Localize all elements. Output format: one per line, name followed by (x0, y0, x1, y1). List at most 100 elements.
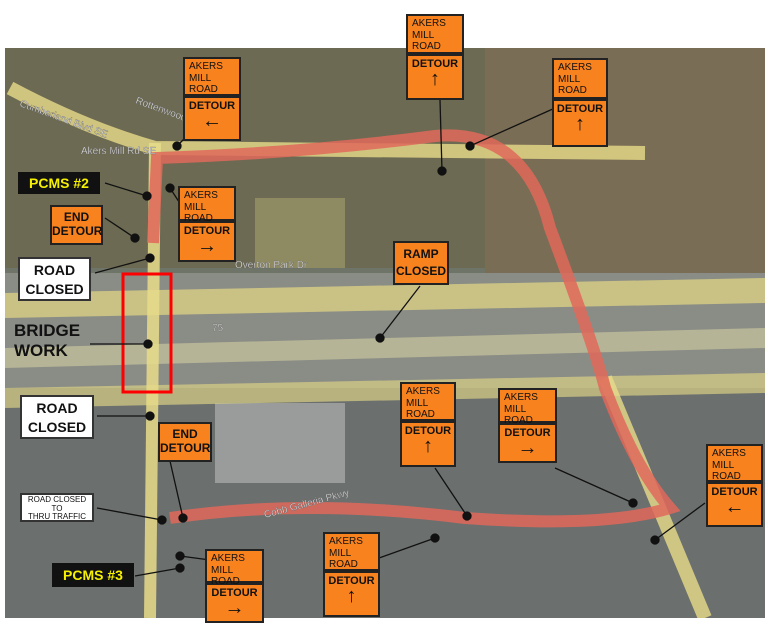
sign-detour-panel: DETOUR← (706, 482, 763, 527)
mill-text: MILL (406, 397, 429, 409)
interstate-75-label: 75 (212, 323, 224, 334)
detour-text: DETOUR (411, 57, 459, 70)
road-text: ROAD (504, 415, 533, 426)
mill-text: MILL (712, 459, 735, 471)
detour-text: DETOUR (328, 575, 375, 588)
arrow-up-icon: ↑ (575, 112, 585, 135)
arrow-up-icon: ↑ (430, 67, 440, 90)
road-text: ROAD (412, 41, 441, 52)
thru-line-2: TO (51, 503, 63, 513)
akers-text: AKERS (189, 61, 223, 72)
sign-detour-panel: DETOUR↑ (323, 571, 380, 617)
thru-line-3: THRU TRAFFIC (27, 512, 87, 521)
road-closed-sign: ROAD CLOSED (18, 257, 91, 301)
detour-text: DETOUR (211, 587, 258, 600)
akers-text: AKERS (412, 18, 446, 29)
sign-detour-panel: DETOUR→ (178, 220, 236, 262)
road-text: ROAD (712, 471, 741, 482)
bridge-text: BRIDGE (14, 321, 81, 340)
road-text: ROAD (211, 576, 240, 587)
akers-text: AKERS (211, 553, 245, 564)
akers-text: AKERS (184, 190, 218, 201)
detour-text: DETOUR (404, 425, 452, 438)
sign-detour-panel: DETOUR→ (205, 583, 264, 623)
detour-text: DETOUR (188, 99, 236, 112)
mill-text: MILL (504, 403, 527, 415)
mill-text: MILL (184, 201, 207, 213)
road-text: ROAD (33, 262, 76, 278)
arrow-up-icon: ↑ (423, 435, 433, 458)
overton-park-label: Overton Park Dr (235, 260, 308, 271)
detour-text: DETOUR (183, 224, 231, 237)
mill-text: MILL (211, 564, 234, 576)
arrow-right-icon: → (517, 436, 538, 459)
akers-mill-rd-label: Akers Mill Rd SE (81, 146, 156, 157)
akers-text: AKERS (558, 62, 592, 73)
closed-text: CLOSED (27, 419, 87, 435)
mill-text: MILL (189, 72, 212, 84)
sign-detour-panel: DETOUR↑ (400, 421, 456, 467)
satellite-map: Akers Mill Rd SE Cumberland Blvd SE Rott… (5, 48, 765, 618)
arrow-up-icon: ↑ (346, 585, 357, 608)
road-text: ROAD (189, 84, 218, 95)
pcms-2-label: PCMS #2 (18, 172, 100, 194)
road-closed-sign: ROAD CLOSED (20, 395, 94, 439)
sign-detour-panel: DETOUR↑ (552, 98, 608, 147)
detour-text: DETOUR (556, 102, 604, 115)
sign-detour-panel: DETOUR→ (498, 422, 557, 463)
bridge-work-zone (121, 272, 173, 394)
ramp-text: RAMP (403, 247, 439, 261)
sign-detour-panel: DETOUR↑ (406, 53, 464, 100)
road-text: ROAD (184, 213, 213, 224)
arrow-right-icon: → (224, 597, 245, 620)
detour-text: DETOUR (52, 224, 103, 238)
pcms-3-label: PCMS #3 (52, 563, 134, 587)
mill-text: MILL (412, 29, 435, 41)
ramp-closed-sign: RAMP CLOSED (393, 241, 449, 285)
road-text: ROAD (329, 559, 358, 570)
mill-text: MILL (329, 547, 352, 559)
mill-text: MILL (558, 73, 581, 85)
arrow-left-icon: ← (202, 109, 222, 132)
work-text: WORK (14, 341, 68, 360)
detour-text: DETOUR (711, 486, 758, 499)
end-text: END (63, 210, 90, 224)
akers-text: AKERS (504, 392, 538, 403)
road-text: ROAD (36, 400, 78, 416)
sign-detour-panel: DETOUR← (183, 95, 241, 141)
akers-text: AKERS (712, 448, 746, 459)
detour-text: DETOUR (160, 441, 211, 455)
akers-text: AKERS (329, 536, 363, 547)
road-text: ROAD (406, 409, 435, 420)
detour-text: DETOUR (504, 426, 551, 439)
closed-text: CLOSED (25, 281, 84, 297)
thru-line-1: ROAD CLOSED (27, 495, 87, 504)
road-text: ROAD (558, 85, 587, 96)
closed-text: CLOSED (395, 264, 446, 278)
arrow-right-icon: → (197, 234, 217, 257)
end-text: END (172, 427, 198, 441)
arrow-left-icon: ← (724, 496, 745, 519)
